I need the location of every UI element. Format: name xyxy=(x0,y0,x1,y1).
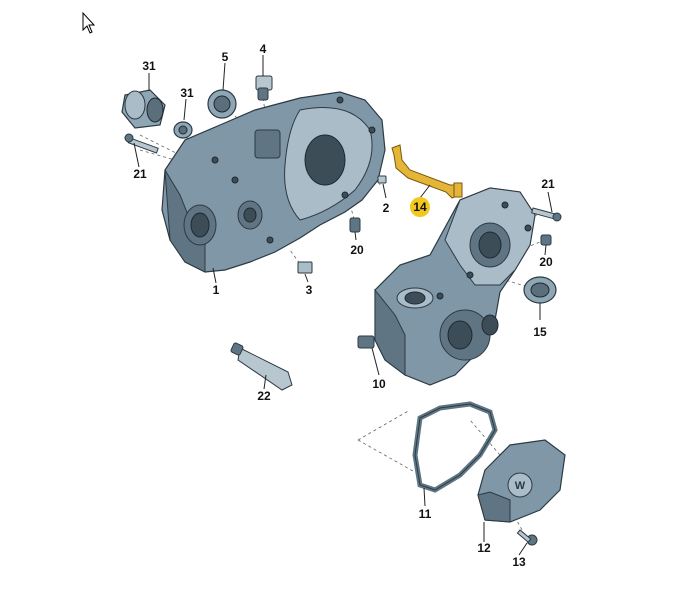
gasket-part-11[interactable] xyxy=(412,401,498,493)
bolt-part-13[interactable] xyxy=(516,529,538,546)
label-3: 3 xyxy=(306,283,313,297)
clutch-housing-part-1[interactable] xyxy=(161,91,386,273)
part-number-labels: 1 2 3 4 5 10 11 12 13 14 15 20 20 21 21 … xyxy=(133,42,555,569)
label-31-small: 31 xyxy=(180,86,194,100)
svg-text:W: W xyxy=(515,480,526,492)
leader-lines xyxy=(133,55,553,556)
label-20-right: 20 xyxy=(539,255,553,269)
label-20-left: 20 xyxy=(350,243,364,257)
label-22: 22 xyxy=(257,389,271,403)
label-11: 11 xyxy=(419,507,432,521)
label-14: 14 xyxy=(413,200,427,214)
label-5: 5 xyxy=(222,50,229,64)
highlight-badge-14 xyxy=(410,197,430,217)
sender-part-4[interactable] xyxy=(255,75,273,101)
guide-sleeve-part-31[interactable] xyxy=(121,89,166,129)
seal-part-15[interactable] xyxy=(523,276,557,304)
label-12: 12 xyxy=(477,541,491,555)
label-10: 10 xyxy=(372,377,386,391)
label-4: 4 xyxy=(260,42,267,56)
label-1: 1 xyxy=(213,283,220,297)
bolt-part-21-left[interactable] xyxy=(124,133,159,154)
label-2: 2 xyxy=(383,201,390,215)
cover-part-12[interactable]: W xyxy=(477,439,566,523)
gearbox-housing-part-10[interactable] xyxy=(357,187,536,386)
arrow-cursor-icon xyxy=(82,11,96,34)
sealant-tube-part-22[interactable] xyxy=(230,342,293,391)
shaft-seal-part-5[interactable] xyxy=(207,89,237,119)
label-15: 15 xyxy=(533,325,547,339)
bracket-part-14[interactable] xyxy=(391,144,463,199)
bolt-part-21-right[interactable] xyxy=(531,207,562,222)
seal-part-31[interactable] xyxy=(173,121,193,139)
label-13: 13 xyxy=(512,555,526,569)
plug-part-20-left[interactable] xyxy=(349,217,361,233)
label-21-left: 21 xyxy=(133,167,147,181)
label-31-top: 31 xyxy=(142,59,156,73)
label-21-right: 21 xyxy=(541,177,555,191)
plug-part-20-right[interactable] xyxy=(540,234,552,246)
pin-part-2[interactable] xyxy=(377,175,387,184)
block-part-3[interactable] xyxy=(297,261,313,274)
